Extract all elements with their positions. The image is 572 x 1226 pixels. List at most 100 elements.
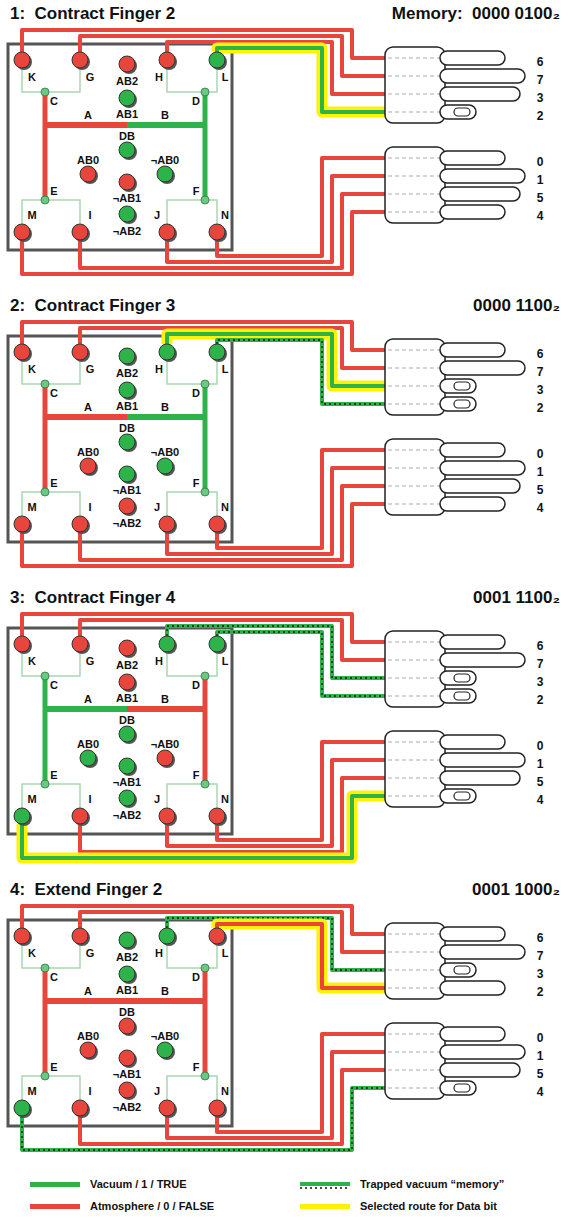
valve-circle bbox=[72, 52, 88, 68]
finger-channel bbox=[388, 777, 440, 779]
palm-outline bbox=[385, 147, 445, 223]
finger-extended bbox=[440, 1063, 520, 1077]
finger-contracted bbox=[440, 105, 476, 119]
legend-swatch bbox=[300, 1204, 350, 1209]
valve-label: D bbox=[192, 679, 200, 691]
valve-label: G bbox=[86, 947, 95, 959]
valve-label: L bbox=[222, 363, 229, 375]
valve-label: A bbox=[84, 109, 92, 121]
finger-number: 1 bbox=[537, 174, 544, 187]
valve-label: G bbox=[86, 655, 95, 667]
valve-label: M bbox=[27, 209, 36, 221]
fingernail bbox=[454, 966, 470, 974]
junction-dot bbox=[41, 672, 49, 680]
finger-extended bbox=[440, 151, 505, 165]
memory-value: 0001 1100₂ bbox=[473, 589, 560, 608]
palm-outline bbox=[385, 1023, 445, 1099]
valve-label: B bbox=[161, 693, 169, 705]
bus-channel bbox=[127, 998, 205, 1004]
valve-circle bbox=[119, 1082, 135, 1098]
finger-channel bbox=[388, 503, 440, 505]
valve-label: B bbox=[161, 985, 169, 997]
finger-number: 1 bbox=[537, 758, 544, 771]
junction-dot bbox=[201, 488, 209, 496]
valve-board bbox=[8, 628, 232, 834]
valve-label: B bbox=[161, 401, 169, 413]
valve-circle bbox=[14, 808, 30, 824]
air-tube bbox=[217, 48, 385, 112]
fingernail bbox=[454, 1084, 470, 1092]
valve-label: AB1 bbox=[116, 692, 138, 704]
valve-circle bbox=[119, 90, 135, 106]
selected-route bbox=[22, 796, 385, 858]
finger-extended bbox=[440, 169, 525, 183]
air-tube bbox=[80, 778, 385, 852]
finger-extended bbox=[440, 1045, 525, 1059]
bus-channel bbox=[127, 414, 205, 420]
finger-number: 3 bbox=[537, 676, 544, 689]
valve-label: H bbox=[155, 363, 163, 375]
valve-circle bbox=[209, 344, 225, 360]
channel-line bbox=[22, 652, 80, 676]
bus-channel bbox=[45, 414, 127, 420]
air-tube bbox=[217, 924, 385, 988]
valve-label: I bbox=[88, 501, 91, 513]
trapped-vacuum-line bbox=[22, 1088, 385, 1150]
bus-channel bbox=[43, 968, 48, 1076]
finger-extended bbox=[440, 735, 505, 749]
finger-number: 2 bbox=[537, 110, 544, 123]
air-tube bbox=[217, 340, 385, 404]
valve-label: E bbox=[50, 769, 57, 781]
finger-number: 7 bbox=[537, 74, 544, 87]
legend-sample bbox=[300, 1182, 350, 1186]
valve-board bbox=[8, 44, 232, 250]
valve-circle bbox=[209, 516, 225, 532]
finger-channel bbox=[388, 385, 440, 387]
finger-extended bbox=[440, 361, 525, 375]
legend-swatch bbox=[30, 1182, 80, 1187]
finger-number: 3 bbox=[537, 92, 544, 105]
valve-circle bbox=[209, 1100, 225, 1116]
valve-label: AB1 bbox=[116, 108, 138, 120]
valve-label: J bbox=[154, 793, 160, 805]
bus-channel bbox=[45, 706, 127, 712]
legend-label: Vacuum / 1 / TRUE bbox=[90, 1178, 187, 1190]
finger-channel bbox=[388, 157, 440, 159]
finger-channel bbox=[388, 193, 440, 195]
finger-extended bbox=[440, 205, 505, 219]
valve-label: AB2 bbox=[116, 951, 138, 963]
finger-contracted bbox=[440, 689, 476, 703]
fingernail bbox=[454, 792, 470, 800]
valve-circle bbox=[119, 434, 135, 450]
valve-circle bbox=[209, 224, 225, 240]
valve-label: ¬AB2 bbox=[113, 225, 141, 237]
valve-circle bbox=[119, 348, 135, 364]
junction-dot bbox=[201, 964, 209, 972]
valve-board bbox=[8, 336, 232, 542]
junction-dot bbox=[201, 196, 209, 204]
valve-circle bbox=[119, 206, 135, 222]
valve-circle bbox=[119, 382, 135, 398]
fingernail bbox=[454, 692, 470, 700]
finger-extended bbox=[440, 945, 525, 959]
valve-circle bbox=[209, 636, 225, 652]
finger-number: 6 bbox=[537, 56, 544, 69]
bus-channel bbox=[45, 998, 127, 1004]
step-title: 3: Contract Finger 4 bbox=[10, 589, 175, 608]
memory-value: Memory: 0000 0100₂ bbox=[392, 5, 560, 24]
air-tube bbox=[217, 158, 385, 256]
valve-circle bbox=[14, 1100, 30, 1116]
valve-circle bbox=[119, 1050, 135, 1066]
finger-number: 7 bbox=[537, 658, 544, 671]
bus-channel bbox=[43, 676, 48, 784]
finger-number: 5 bbox=[537, 192, 544, 205]
valve-label: L bbox=[222, 71, 229, 83]
fingernail bbox=[454, 400, 470, 408]
channel-line bbox=[167, 360, 217, 384]
palm-outline bbox=[385, 439, 445, 515]
valve-circle bbox=[209, 808, 225, 824]
valve-label: N bbox=[221, 501, 229, 513]
valve-board bbox=[8, 920, 232, 1126]
valve-label: G bbox=[86, 363, 95, 375]
